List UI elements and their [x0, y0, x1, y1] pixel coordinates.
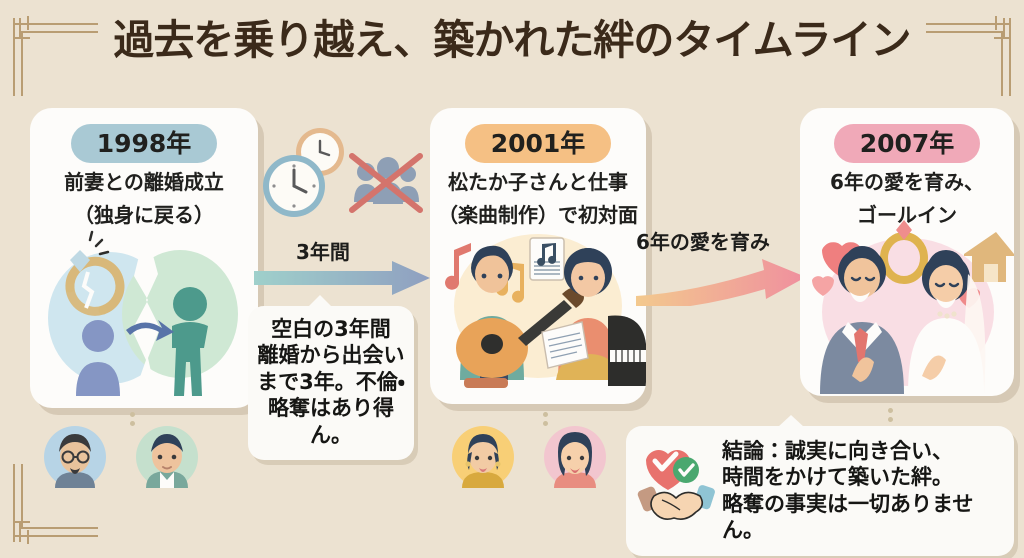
avatar-woman-short-hair [452, 426, 514, 488]
gap-explanation-bubble: 空白の3年間 離婚から出会い まで3年。不倫・ 略奪はあり得ん。 [248, 294, 414, 461]
year-badge-2001: 2001年 [464, 124, 612, 164]
gap-bubble-line3: まで3年。不倫・ [257, 369, 405, 394]
music-session-illustration [430, 220, 646, 404]
conclusion-bubble: 結論：誠実に向き合い、 時間をかけて築いた絆。 略奪の事実は一切ありません。 [626, 415, 1014, 556]
card-1998-text-line1: 前妻との離婚成立 [64, 170, 224, 195]
conclusion-line1: 結論：誠実に向き合い、 [722, 439, 953, 463]
gap-bubble-line4: 略奪はあり得ん。 [268, 396, 394, 447]
timeline-card-2007[interactable]: 2007年 6年の愛を育み、 ゴールイン [800, 108, 1014, 396]
card-2001-text-line1: 松たか子さんと仕事 [448, 170, 628, 195]
avatar-woman-long-hair [544, 426, 607, 488]
avatar-man-glasses [44, 426, 106, 488]
connector-dots-card2 [543, 408, 549, 430]
timeline-card-2001[interactable]: 2001年 松たか子さんと仕事 （楽曲制作）で初対面 [430, 108, 646, 404]
connector-arrow-2 [636, 254, 808, 311]
avatar-group-1 [44, 426, 224, 488]
year-badge-1998: 1998年 [70, 124, 218, 164]
timeline-board: 1998年 前妻との離婚成立 （独身に戻る） [0, 108, 1024, 558]
connector-dots-card3 [888, 404, 894, 426]
gap-icons-group [262, 124, 428, 228]
connector-label-3-years: 3年間 [296, 240, 350, 264]
card-1998-text-line2: （独身に戻る） [74, 202, 214, 227]
connector-dots-card1 [130, 408, 136, 430]
year-badge-2007: 2007年 [833, 124, 981, 164]
card-2007-text-line2: ゴールイン [857, 202, 957, 227]
connector-label-6-years-love: 6年の愛を育み [636, 230, 770, 254]
connector-arrow-1 [254, 260, 430, 296]
heart-check-handshake-icon [636, 438, 718, 520]
avatar-man-plain [136, 426, 199, 488]
page-title-container: 過去を乗り越え、築かれた絆のタイムライン [0, 16, 1024, 64]
conclusion-line2: 時間をかけて築いた絆。 [722, 465, 953, 490]
timeline-card-1998[interactable]: 1998年 前妻との離婚成立 （独身に戻る） [30, 108, 258, 408]
card-2007-text-line1: 6年の愛を育み、 [830, 170, 984, 195]
page-title: 過去を乗り越え、築かれた絆のタイムライン [113, 16, 911, 64]
wedding-couple-illustration [800, 216, 1014, 396]
gap-bubble-line1: 空白の3年間 [271, 317, 391, 341]
gap-bubble-line2: 離婚から出会い [257, 343, 405, 368]
conclusion-line3: 略奪の事実は一切ありません。 [722, 491, 974, 543]
avatar-group-2 [452, 426, 632, 488]
divorce-broken-ring-illustration [30, 226, 258, 406]
card-2001-text-line2: （楽曲制作）で初対面 [438, 202, 638, 227]
